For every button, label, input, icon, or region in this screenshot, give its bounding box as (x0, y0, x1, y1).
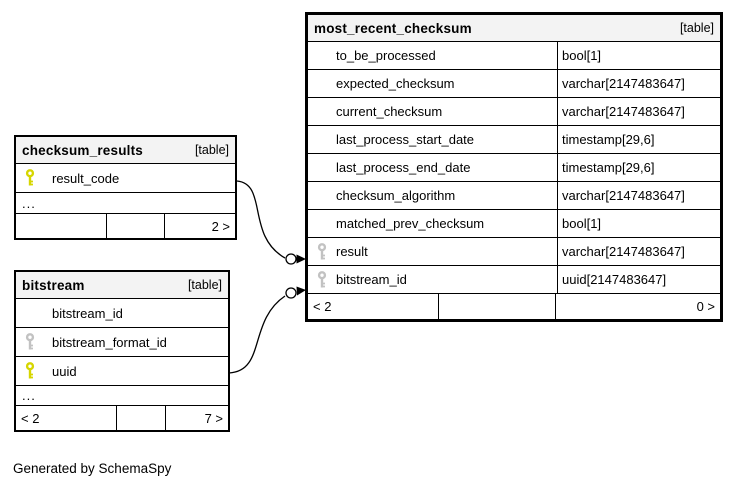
foreign-key-icon (317, 270, 327, 289)
column-type: varchar[2147483647] (562, 76, 685, 91)
footer-spacer (107, 214, 165, 238)
column-type: timestamp[29,6] (562, 160, 655, 175)
table-type-badge: [table] (187, 278, 222, 292)
column-row-expected-checksum: expected_checksum varchar[2147483647] (308, 70, 720, 98)
column-name: current_checksum (336, 104, 443, 119)
edge-result-code-to-result (236, 180, 306, 265)
column-type: varchar[2147483647] (562, 104, 685, 119)
column-name: last_process_start_date (336, 132, 475, 147)
edge-uuid-to-bitstream-id (228, 286, 306, 374)
child-count: 0 > (696, 299, 715, 314)
table-footer: < 2 7 > (16, 406, 228, 430)
foreign-key-icon (25, 333, 35, 351)
column-name: last_process_end_date (336, 160, 471, 175)
table-bitstream[interactable]: bitstream [table] bitstream_id bitstream… (14, 270, 230, 432)
column-name: result (336, 244, 368, 259)
column-row-last-process-start-date: last_process_start_date timestamp[29,6] (308, 126, 720, 154)
column-name: expected_checksum (336, 76, 455, 91)
parent-count (16, 214, 107, 238)
column-row-bitstream-id: bitstream_id (16, 299, 228, 328)
table-footer: < 2 0 > (308, 294, 720, 319)
footer-spacer (439, 294, 556, 319)
column-name: bitstream_id (52, 305, 123, 321)
child-count: 2 > (211, 218, 230, 234)
column-type: varchar[2147483647] (562, 244, 685, 259)
column-name: checksum_algorithm (336, 188, 456, 203)
column-name: matched_prev_checksum (336, 216, 485, 231)
edge-circle-terminator (285, 253, 297, 265)
column-type: bool[1] (562, 48, 602, 63)
column-name: result_code (52, 170, 120, 186)
table-checksum-results[interactable]: checksum_results [table] result_code ...… (14, 135, 237, 240)
table-name: most_recent_checksum (314, 20, 472, 36)
generated-by-note: Generated by SchemaSpy (13, 461, 172, 476)
column-name: bitstream_format_id (52, 334, 167, 350)
hidden-columns-ellipsis: ... (16, 386, 228, 406)
table-footer: 2 > (16, 214, 235, 238)
column-type: uuid[2147483647] (562, 272, 667, 287)
table-name: bitstream (22, 277, 85, 293)
column-name: to_be_processed (336, 48, 436, 63)
primary-key-icon (25, 169, 35, 187)
table-header[interactable]: checksum_results [table] (16, 137, 235, 164)
column-row-matched-prev-checksum: matched_prev_checksum bool[1] (308, 210, 720, 238)
edge-circle-terminator (285, 287, 297, 299)
column-row-to-be-processed: to_be_processed bool[1] (308, 42, 720, 70)
table-name: checksum_results (22, 142, 144, 158)
column-row-uuid: uuid (16, 357, 228, 386)
column-row-result-code: result_code (16, 164, 235, 193)
column-name: uuid (52, 363, 77, 379)
column-type: varchar[2147483647] (562, 188, 685, 203)
parent-count: < 2 (16, 406, 117, 430)
column-row-last-process-end-date: last_process_end_date timestamp[29,6] (308, 154, 720, 182)
footer-spacer (117, 406, 166, 430)
column-row-result: result varchar[2147483647] (308, 238, 720, 266)
column-type: timestamp[29,6] (562, 132, 655, 147)
column-row-bitstream-id: bitstream_id uuid[2147483647] (308, 266, 720, 294)
table-type-badge: [table] (679, 21, 714, 35)
column-row-checksum-algorithm: checksum_algorithm varchar[2147483647] (308, 182, 720, 210)
table-most-recent-checksum[interactable]: most_recent_checksum [table] to_be_proce… (305, 12, 723, 322)
hidden-columns-ellipsis: ... (16, 193, 235, 214)
table-type-badge: [table] (194, 143, 229, 157)
table-header[interactable]: bitstream [table] (16, 272, 228, 299)
column-name: bitstream_id (336, 272, 407, 287)
child-count: 7 > (204, 410, 223, 426)
table-header[interactable]: most_recent_checksum [table] (308, 15, 720, 42)
column-row-current-checksum: current_checksum varchar[2147483647] (308, 98, 720, 126)
primary-key-icon (25, 362, 35, 380)
foreign-key-icon (317, 242, 327, 261)
column-type: bool[1] (562, 216, 602, 231)
column-row-bitstream-format-id: bitstream_format_id (16, 328, 228, 357)
parent-count: < 2 (308, 294, 439, 319)
